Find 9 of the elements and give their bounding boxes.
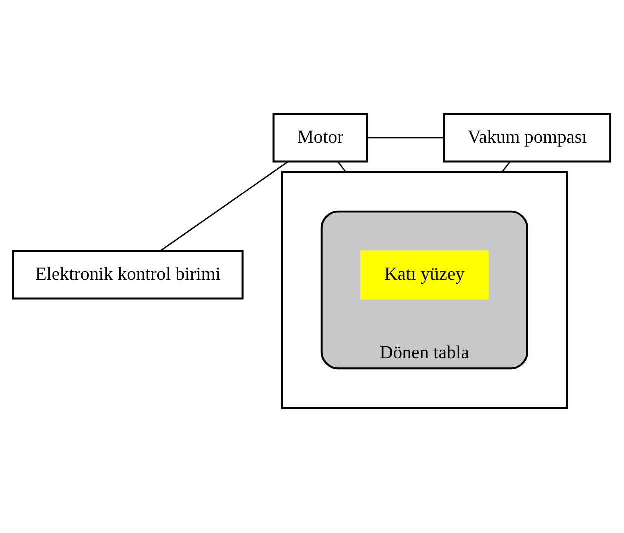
node-box: Motor [272, 113, 368, 163]
connector [160, 161, 289, 252]
node-box: Vakum pompası [443, 113, 612, 163]
connector [502, 162, 511, 173]
connector [367, 137, 444, 139]
node-box: Elektronik kontrol birimi [12, 250, 244, 300]
cluster [281, 171, 568, 410]
node-box: Katı yüzey [360, 250, 489, 300]
connector [338, 162, 347, 173]
